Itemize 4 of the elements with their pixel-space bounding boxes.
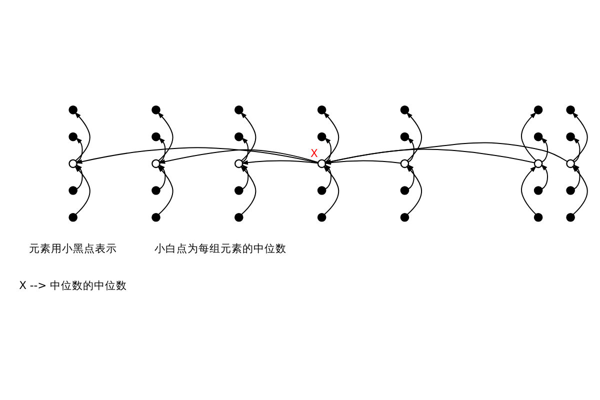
label: X --> 中位数的中位数 bbox=[19, 278, 128, 292]
label: 元素用小黑点表示 bbox=[29, 242, 118, 255]
label: 小白点为每组元素的中位数 bbox=[154, 242, 286, 255]
node-label: X bbox=[310, 146, 318, 160]
